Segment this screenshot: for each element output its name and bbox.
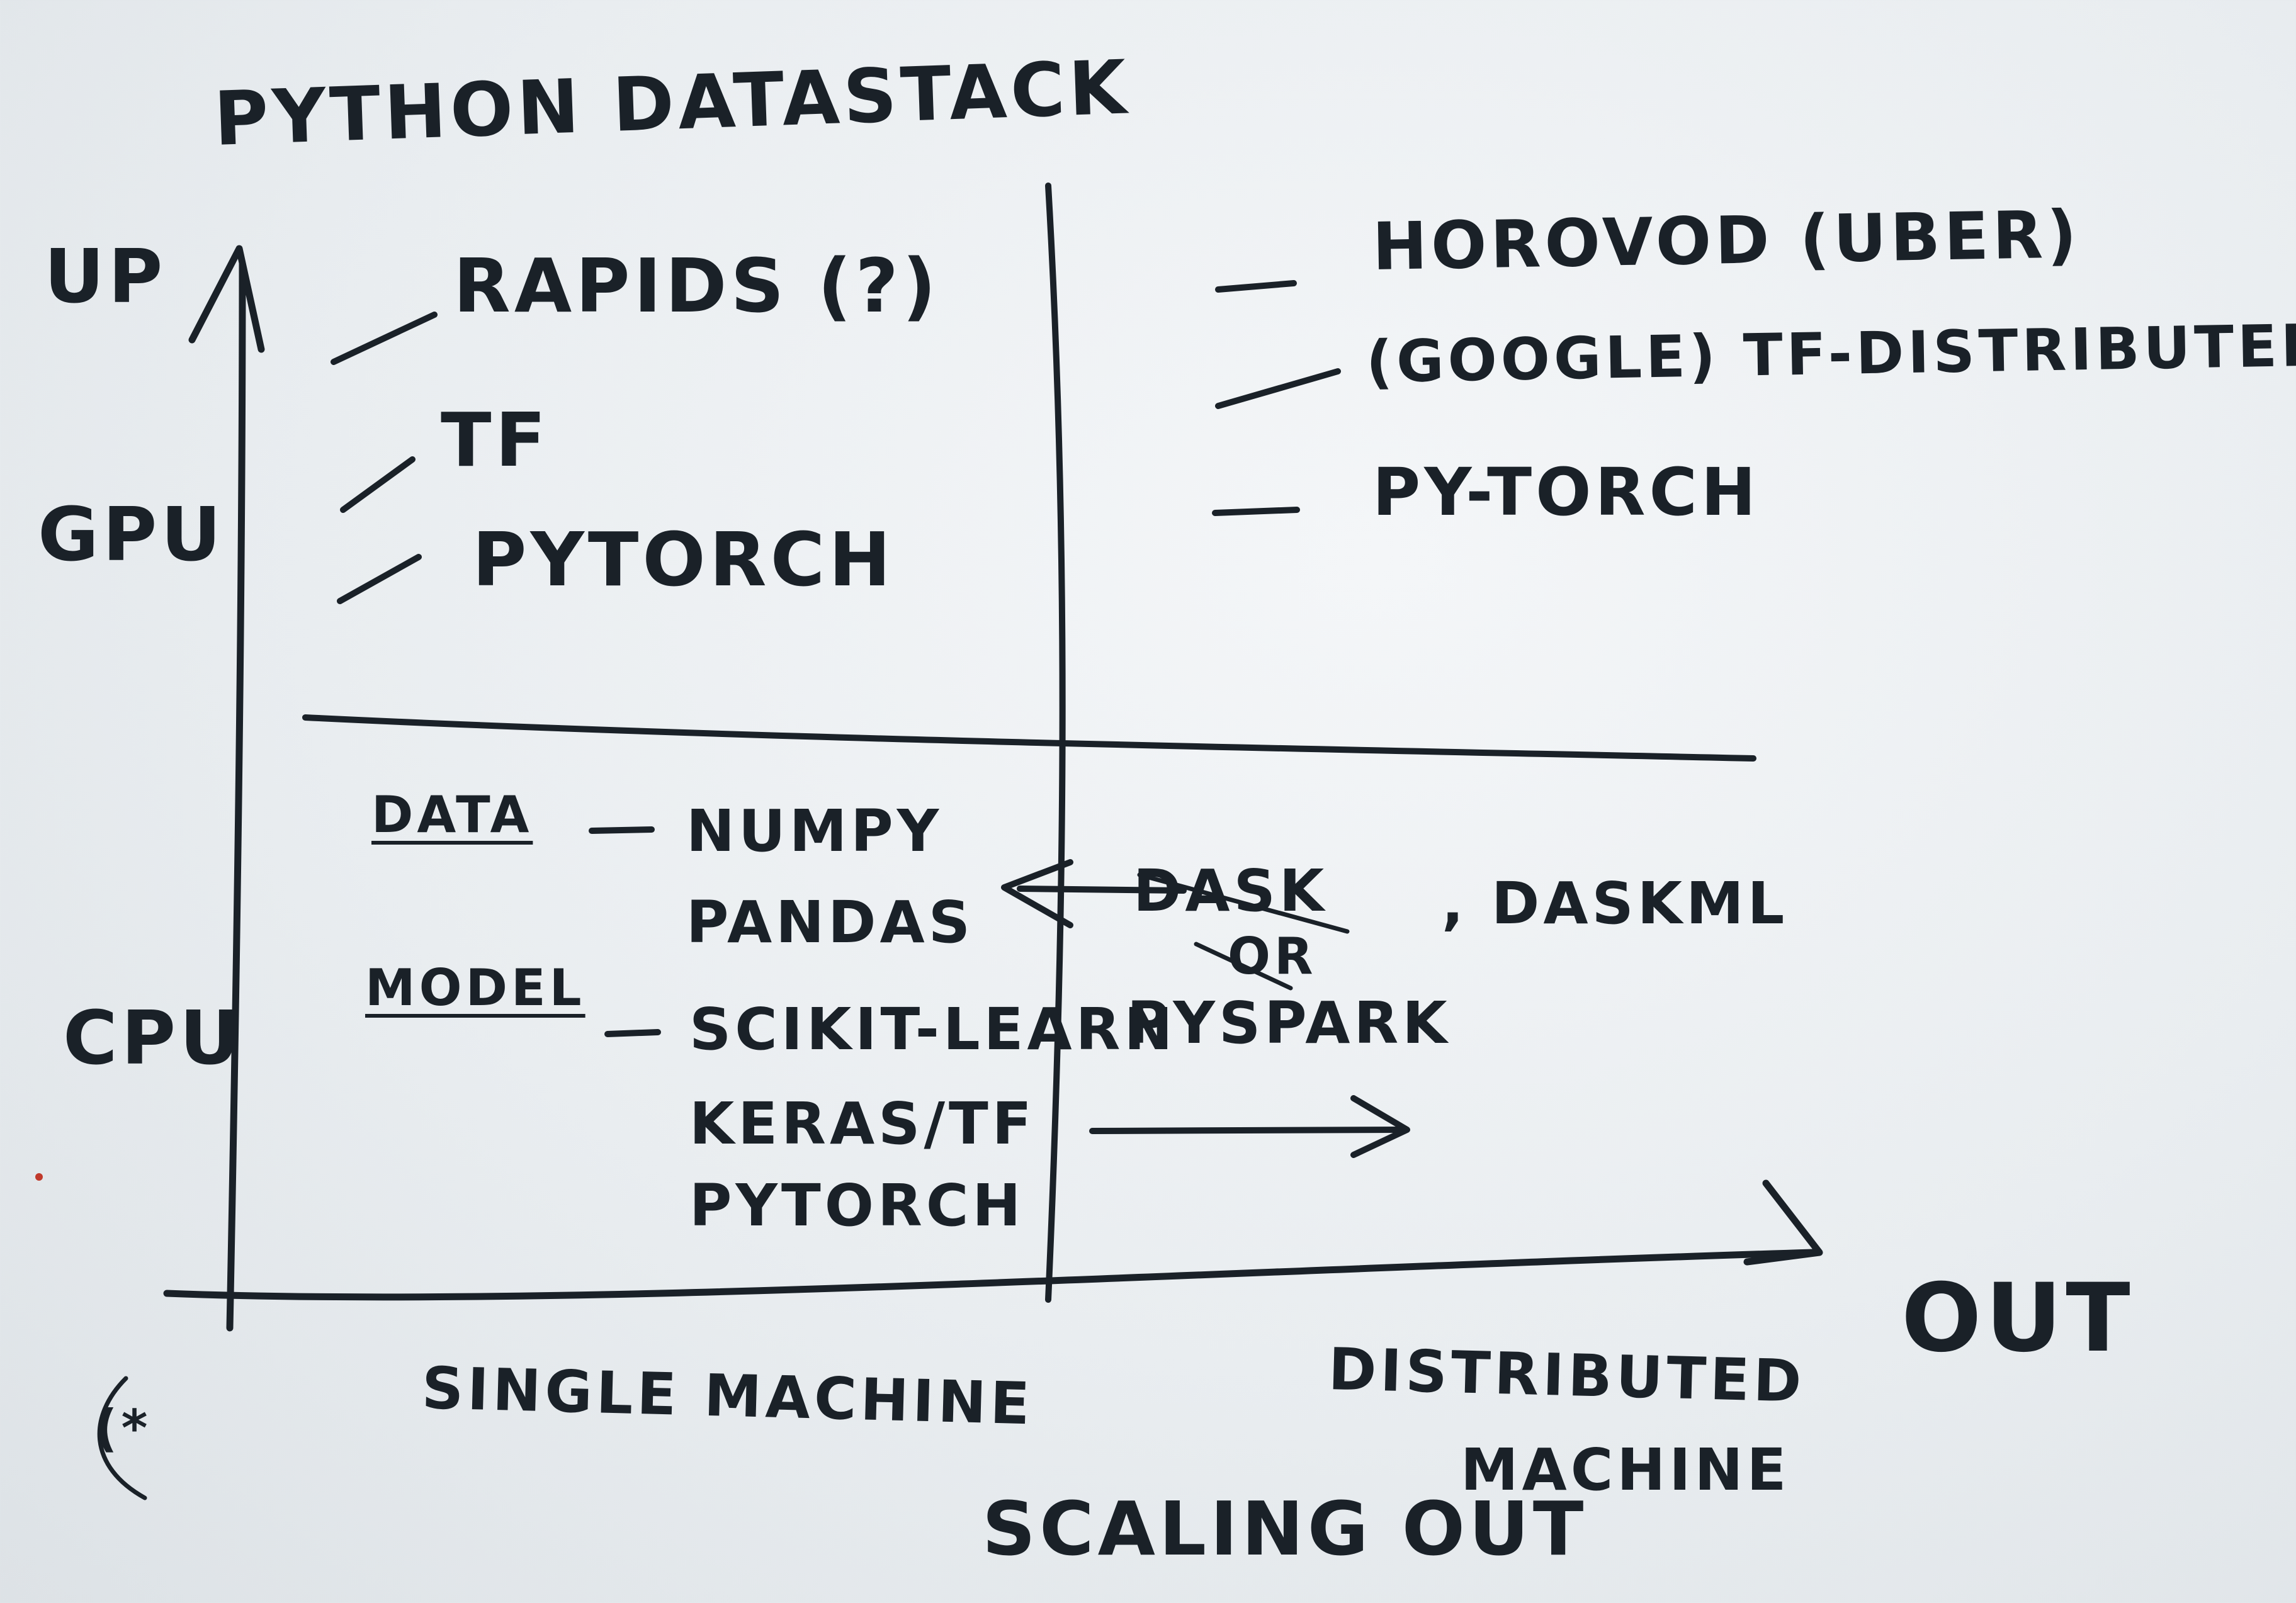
cpu-data-item: PANDAS bbox=[686, 889, 975, 956]
cpu-data-label: DATA bbox=[371, 785, 533, 844]
cpu-model-item: SCIKIT-LEARN bbox=[689, 996, 1177, 1063]
gpu-single-item: RAPIDS (?) bbox=[453, 242, 940, 329]
corner-bracket bbox=[97, 1376, 147, 1500]
gpu-cpu-divider bbox=[302, 714, 1756, 762]
bullet-dash bbox=[604, 1029, 661, 1037]
axis-caption-scaling-out: SCALING OUT bbox=[982, 1485, 1588, 1572]
gpu-single-item: TF bbox=[441, 397, 550, 483]
column-label-distributed: DISTRIBUTED bbox=[1327, 1336, 1806, 1415]
cpu-model-item: KERAS/TF bbox=[689, 1090, 1036, 1157]
gpu-distributed-item: (GOOGLE) TF-DISTRIBUTED) bbox=[1366, 311, 2296, 396]
x-axis-arrowhead bbox=[1743, 1179, 1823, 1266]
axis-label-out: OUT bbox=[1901, 1264, 2134, 1373]
corner-mark: (* bbox=[94, 1399, 152, 1458]
bullet-dash bbox=[1212, 507, 1300, 516]
cpu-distributed-dask: DASK bbox=[1133, 857, 1328, 925]
cpu-model-label: MODEL bbox=[365, 959, 585, 1017]
axis-label-up: UP bbox=[44, 233, 167, 320]
bullet-dash bbox=[337, 554, 422, 604]
bullet-dash bbox=[589, 826, 655, 834]
axis-label-gpu: GPU bbox=[38, 491, 225, 578]
bullet-dash bbox=[340, 456, 416, 513]
bullet-dash bbox=[331, 312, 438, 365]
axis-label-cpu: CPU bbox=[63, 994, 244, 1081]
gpu-single-item: PYTORCH bbox=[472, 516, 895, 603]
y-axis-line bbox=[226, 261, 246, 1332]
x-axis-line bbox=[163, 1249, 1817, 1301]
arrow-keras-right bbox=[1089, 1127, 1404, 1134]
y-axis-arrowhead bbox=[188, 245, 265, 353]
scribble-stroke bbox=[1194, 942, 1293, 991]
cpu-distributed-daskml: , DASKML bbox=[1442, 870, 1789, 937]
bullet-dash bbox=[1215, 280, 1297, 293]
arrow-dask-to-pandas bbox=[1017, 886, 1187, 894]
gpu-distributed-item: PY-TORCH bbox=[1372, 454, 1760, 531]
gpu-distributed-item: HOROVOD (UBER) bbox=[1371, 196, 2081, 285]
column-label-machine: MACHINE bbox=[1461, 1436, 1790, 1504]
cpu-distributed-pyspark: PYSPARK bbox=[1127, 989, 1451, 1057]
arrow-keras-right-head bbox=[1350, 1095, 1410, 1158]
column-label-single: SINGLE MACHINE bbox=[421, 1354, 1034, 1438]
arrow-dask-to-pandas-head bbox=[1001, 859, 1073, 928]
bullet-dash bbox=[1215, 368, 1341, 409]
center-divider bbox=[1045, 183, 1066, 1303]
red-dot bbox=[35, 1173, 43, 1181]
cpu-data-item: NUMPY bbox=[686, 797, 943, 865]
scribble-stroke bbox=[1137, 872, 1350, 934]
cpu-distributed-or: OR bbox=[1228, 927, 1317, 986]
cpu-model-item: PYTORCH bbox=[689, 1172, 1025, 1239]
